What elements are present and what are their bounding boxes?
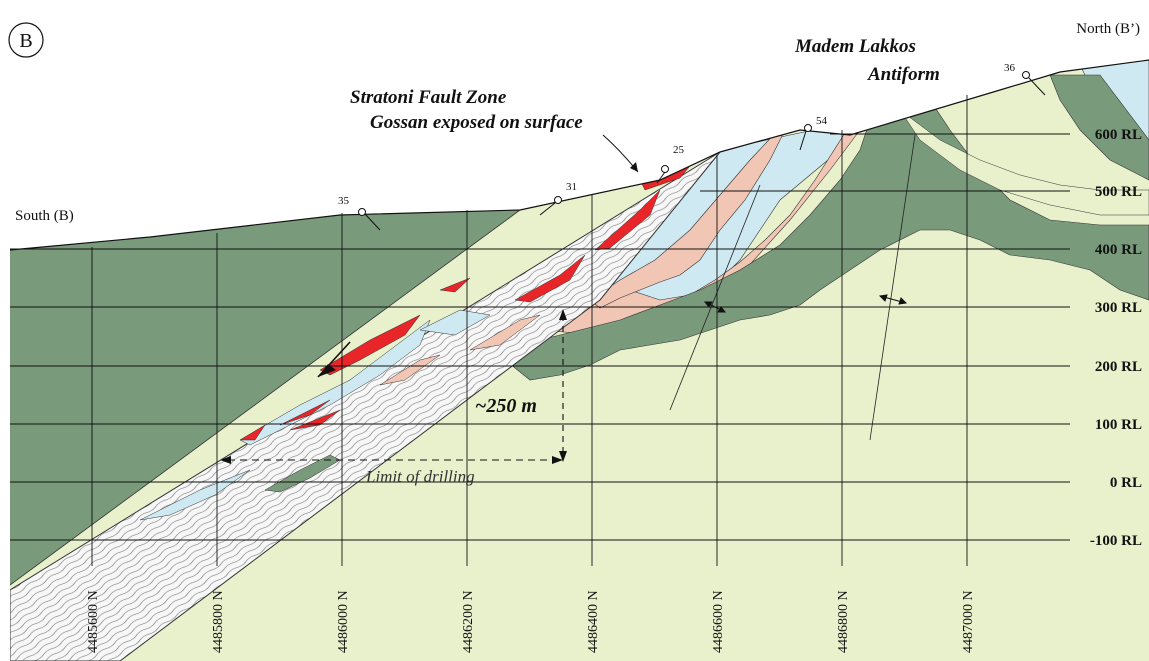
elevation-gridlines [10,133,1070,541]
station-54: 54 [799,115,828,151]
gossan-body-5 [239,424,266,441]
gossan-body-3 [514,254,586,303]
fault-title-line2: Gossan exposed on surface [370,112,583,133]
depth-arrow-bottom [559,451,567,462]
station-35-label: 35 [338,195,350,207]
fault-marble-lens [239,319,431,446]
gossan-body-4 [319,314,421,376]
antiform-title-line2: Antiform [867,64,940,85]
panel-label: B [19,30,32,52]
antiform-title-line1: Madem Lakkos [794,36,916,57]
gossan-body-7 [289,409,341,431]
northing-labels: 4485600 N 4485800 N 4486000 N 4486200 N 4486… [86,590,976,653]
fault-schist-lens-2 [379,354,441,386]
depth-arrow-top [559,309,567,320]
schist-unit-2 [589,127,786,309]
shear-sense-arrowhead [318,364,336,377]
antiform-green-band-north [1049,74,1149,181]
elevation-label: 100 RL [1095,417,1142,433]
south-end-label: South (B) [15,208,74,224]
northing-label: 4486200 N [461,590,476,653]
northing-label: 4485600 N [86,590,101,653]
station-35: 35 [338,195,381,231]
depth-label: ~250 m [475,395,537,417]
fault-marble-lens-2 [139,469,251,521]
gossan-leader-arrowhead [630,162,638,172]
station-25-label: 25 [673,144,685,156]
axial-trace-2 [869,134,916,441]
north-end-label: North (B’) [1076,21,1140,37]
drilling-limit-arrow-right [552,456,563,464]
antiform-green-band [504,99,1149,381]
northing-label: 4486000 N [336,590,351,653]
gossan-body-6 [279,399,331,426]
station-31: 31 [539,181,577,216]
elevation-label: 600 RL [1095,127,1142,143]
axial-trace-1 [669,184,761,411]
northing-label: 4485800 N [211,590,226,653]
fault-zone-foliation [10,151,721,661]
vergence-arrow-2 [878,294,908,305]
gossan-body-8 [439,277,471,293]
fault-title-line1: Stratoni Fault Zone [350,87,507,108]
gossan-body-2 [594,189,661,251]
elevation-labels: 600 RL 500 RL 400 RL 300 RL 200 RL 100 RL 0 RL… [1090,127,1142,549]
elevation-label: 0 RL [1110,475,1142,491]
elevation-label: 300 RL [1095,300,1142,316]
elevation-label: 200 RL [1095,359,1142,375]
station-36: 36 [1004,62,1046,96]
drilling-limit-label: Limit of drilling [365,467,475,486]
station-54-label: 54 [816,115,828,127]
vergence-arrow-1 [703,301,727,313]
northing-label: 4486600 N [711,590,726,653]
panel-badge [8,22,44,58]
northing-label: 4486800 N [836,590,851,653]
northing-label: 4486400 N [586,590,601,653]
drilling-limit-arrow-left [220,456,231,464]
fault-schist-lens [469,314,541,351]
elevation-label: 500 RL [1095,184,1142,200]
elevation-label: -100 RL [1090,533,1142,549]
station-25: 25 [656,144,685,184]
topographic-surface [9,59,1149,251]
northing-label: 4487000 N [961,590,976,653]
fault-marble-lens-3 [419,309,491,336]
northing-gridlines [91,95,968,566]
station-31-label: 31 [566,181,577,193]
station-36-label: 36 [1004,62,1016,74]
elevation-label: 400 RL [1095,242,1142,258]
